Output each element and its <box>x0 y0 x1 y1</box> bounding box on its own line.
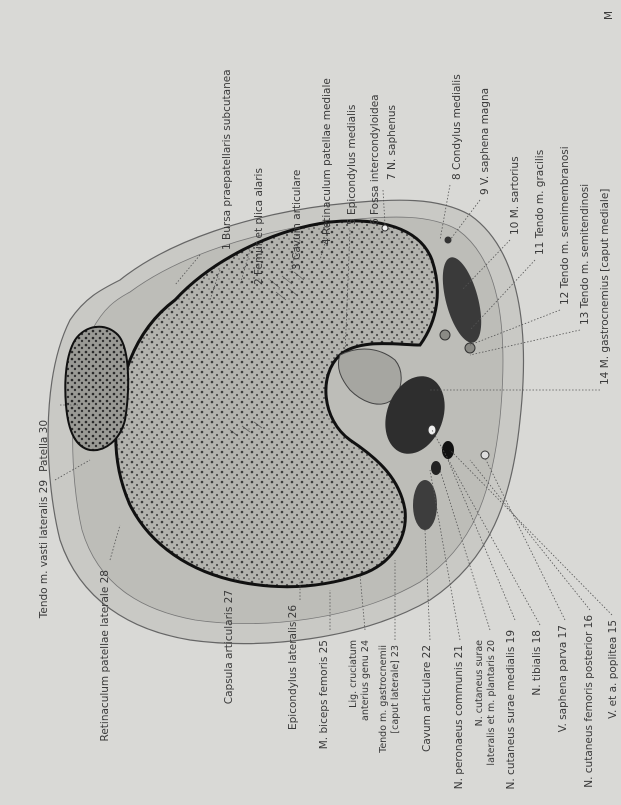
label-tendo-gastrocnemii-2: [caput laterale] 23 <box>390 645 401 734</box>
label-cut-surae-2: lateralis et m. plantaris 20 <box>486 640 497 766</box>
patella-bone <box>65 327 128 450</box>
label-saphena-parva: V. saphena parva 17 <box>557 625 569 732</box>
label-fossa: 6 Fossa intercondyloidea <box>369 94 381 225</box>
label-corner-m: M <box>603 11 615 20</box>
label-n-saphenus: 7 N. saphenus <box>386 105 398 180</box>
label-tendo-semitendinosi: 13 Tendo m. semitendinosi <box>579 184 591 325</box>
label-condylus-medialis: 8 Condylus medialis <box>451 74 463 180</box>
gracilis-tendon <box>440 330 450 340</box>
label-cut-surae-medialis: N. cutaneus surae medialis 19 <box>505 630 517 789</box>
semitendinosus-tendon <box>465 343 475 353</box>
label-cavum-articulare-lat: Cavum articulare 22 <box>421 645 433 752</box>
label-cut-surae-1: N. cutaneus surae <box>474 640 485 726</box>
label-lig-cruciatum-1: Lig. cruciatum <box>348 640 359 708</box>
label-patella: Patella 30 <box>38 420 50 472</box>
label-m-sartorius: 10 M. sartorius <box>509 156 521 235</box>
label-cavum-articulare: 3 Cavum articulare <box>291 170 303 270</box>
label-tendo-vasti: Tendo m. vasti lateralis 29 <box>38 480 50 619</box>
label-retinaculum-mediale: 4 Retinaculum patellae mediale <box>321 78 333 245</box>
label-peronaeus: N. peronaeus communis 21 <box>453 645 465 789</box>
label-biceps-femoris: M. biceps femoris 25 <box>318 640 330 749</box>
label-epicondylus-medialis: 5 Epicondylus medialis <box>346 105 358 225</box>
label-poplitea: V. et a. poplitea 15 <box>607 620 619 719</box>
label-lig-cruciatum-2: anterius genu 24 <box>360 640 371 721</box>
biceps-femoris-muscle <box>413 480 437 530</box>
label-epicondylus-lateralis: Epicondylus lateralis 26 <box>287 605 299 730</box>
label-tendo-semimembranosi: 12 Tendo m. semimembranosi <box>559 146 571 305</box>
popliteal-artery <box>442 441 454 459</box>
label-femur-plica: 2 Femur et plica alaris <box>253 168 265 285</box>
label-tendo-gracilis: 11 Tendo m. gracilis <box>534 150 546 255</box>
label-tendo-gastrocnemii-1: Tendo m. gastrocnemii <box>378 645 389 754</box>
label-capsula-articularis: Capsula articularis 27 <box>223 590 235 704</box>
popliteal-vein <box>431 461 441 475</box>
label-gastrocnemius-mediale: 14 M. gastrocnemius [caput mediale] <box>599 189 611 385</box>
label-retinaculum-laterale: Retinaculum patellae laterale 28 <box>99 570 111 741</box>
saphena-parva-vessel <box>481 451 489 459</box>
tibial-nerve <box>428 425 436 435</box>
label-n-tibialis: N. tibialis 18 <box>531 630 543 696</box>
label-bursa: 1 Bursa praepatellaris subcutanea <box>221 69 233 250</box>
label-cut-femoris-post: N. cutaneus femoris posterior 16 <box>583 615 595 788</box>
saphenous-nerve <box>382 225 388 231</box>
label-v-saphena-magna: 9 V. saphena magna <box>479 88 491 195</box>
